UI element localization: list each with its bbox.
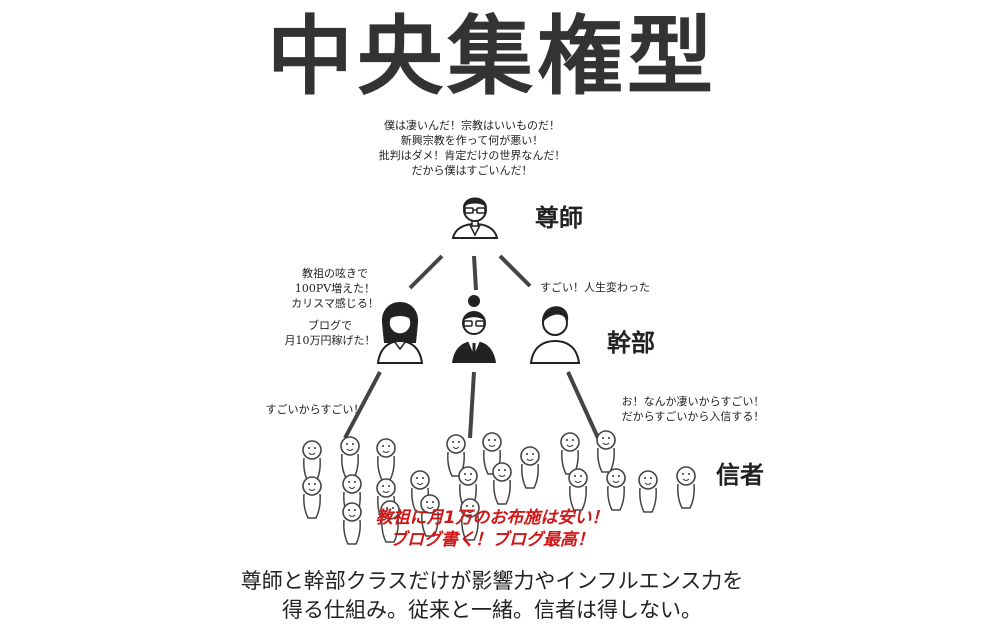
follower-icon [376, 438, 396, 481]
quote-line: カリスマ感じる！ [291, 297, 379, 310]
quote-line: 100PV増えた！ [294, 282, 376, 295]
follower-quote-right: お！なんか凄いからすごい！ だからすごいから入信する！ [608, 394, 778, 424]
connector-line [566, 371, 600, 439]
followers-label: 信者 [716, 460, 764, 489]
diagram-title: 中央集権型 [267, 7, 717, 107]
follower-icon [676, 466, 696, 509]
master-label: 尊師 [535, 203, 583, 232]
quote-line: だからすごいから入信する！ [621, 410, 765, 423]
follower-icon [460, 498, 480, 541]
follower-icon [492, 462, 512, 505]
executive-young-man-icon [529, 306, 581, 364]
follower-quote-left: すごいからすごい！ [250, 402, 380, 417]
master-icon [451, 197, 499, 239]
follower-icon [446, 434, 466, 477]
quote-line: 新興宗教を作って何が悪い！ [400, 134, 544, 147]
follower-icon [420, 494, 440, 537]
follower-icon [342, 502, 362, 545]
follower-icon [340, 436, 360, 479]
caption-line: 尊師と幹部クラスだけが影響力やインフルエンス力を [240, 569, 744, 593]
quote-line: ブログで [308, 319, 352, 332]
follower-icon [596, 430, 616, 473]
quote-line: 月10万円稼げた！ [284, 334, 376, 347]
executive-quote-left-2: ブログで 月10万円稼げた！ [270, 318, 390, 348]
slogan-line: 教祖に月1万のお布施は安い！ [375, 508, 609, 528]
connector-line [408, 254, 444, 290]
connector-line [498, 254, 532, 288]
follower-icon [606, 468, 626, 511]
quote-line: すごいからすごい！ [265, 403, 365, 416]
connector-line [472, 255, 478, 291]
master-quote: 僕は凄いんだ！宗教はいいものだ！ 新興宗教を作って何が悪い！ 批判はダメ！肯定だ… [352, 118, 592, 178]
executive-quote-left-1: 教祖の呟きで 100PV増えた！ カリスマ感じる！ [280, 266, 390, 311]
follower-crowd [302, 430, 696, 545]
quote-line: 教祖の呟きで [302, 267, 368, 280]
slogan-line: ブログ書く！ブログ最高！ [390, 530, 594, 550]
quote-line: 僕は凄いんだ！宗教はいいものだ！ [384, 119, 560, 132]
slogan: 教祖に月1万のお布施は安い！ ブログ書く！ブログ最高！ [0, 507, 984, 551]
follower-icon [520, 446, 540, 489]
quote-line: すごい！人生変わった [540, 281, 650, 294]
follower-icon [302, 476, 322, 519]
caption-line: 得る仕組み。従来と一緒。信者は得しない。 [282, 598, 702, 622]
follower-icon [380, 500, 400, 543]
quote-line: 批判はダメ！肯定だけの世界なんだ！ [378, 149, 566, 162]
connector-line [343, 371, 382, 439]
quote-line: お！なんか凄いからすごい！ [621, 395, 765, 408]
caption: 尊師と幹部クラスだけが影響力やインフルエンス力を 得る仕組み。従来と一緒。信者は… [0, 567, 984, 625]
follower-icon [568, 468, 588, 511]
connector-line [468, 371, 476, 439]
follower-icon [560, 432, 580, 475]
quote-line: だから僕はすごいんだ！ [411, 164, 533, 177]
executives-label: 幹部 [607, 328, 655, 357]
executive-quote-right: すごい！人生変わった [530, 280, 660, 295]
executive-woman-icon [376, 302, 424, 364]
executive-man-icon [452, 295, 496, 363]
follower-icon [638, 470, 658, 513]
connector-lines [343, 254, 600, 439]
follower-icon [410, 470, 430, 513]
follower-icon [302, 440, 322, 483]
